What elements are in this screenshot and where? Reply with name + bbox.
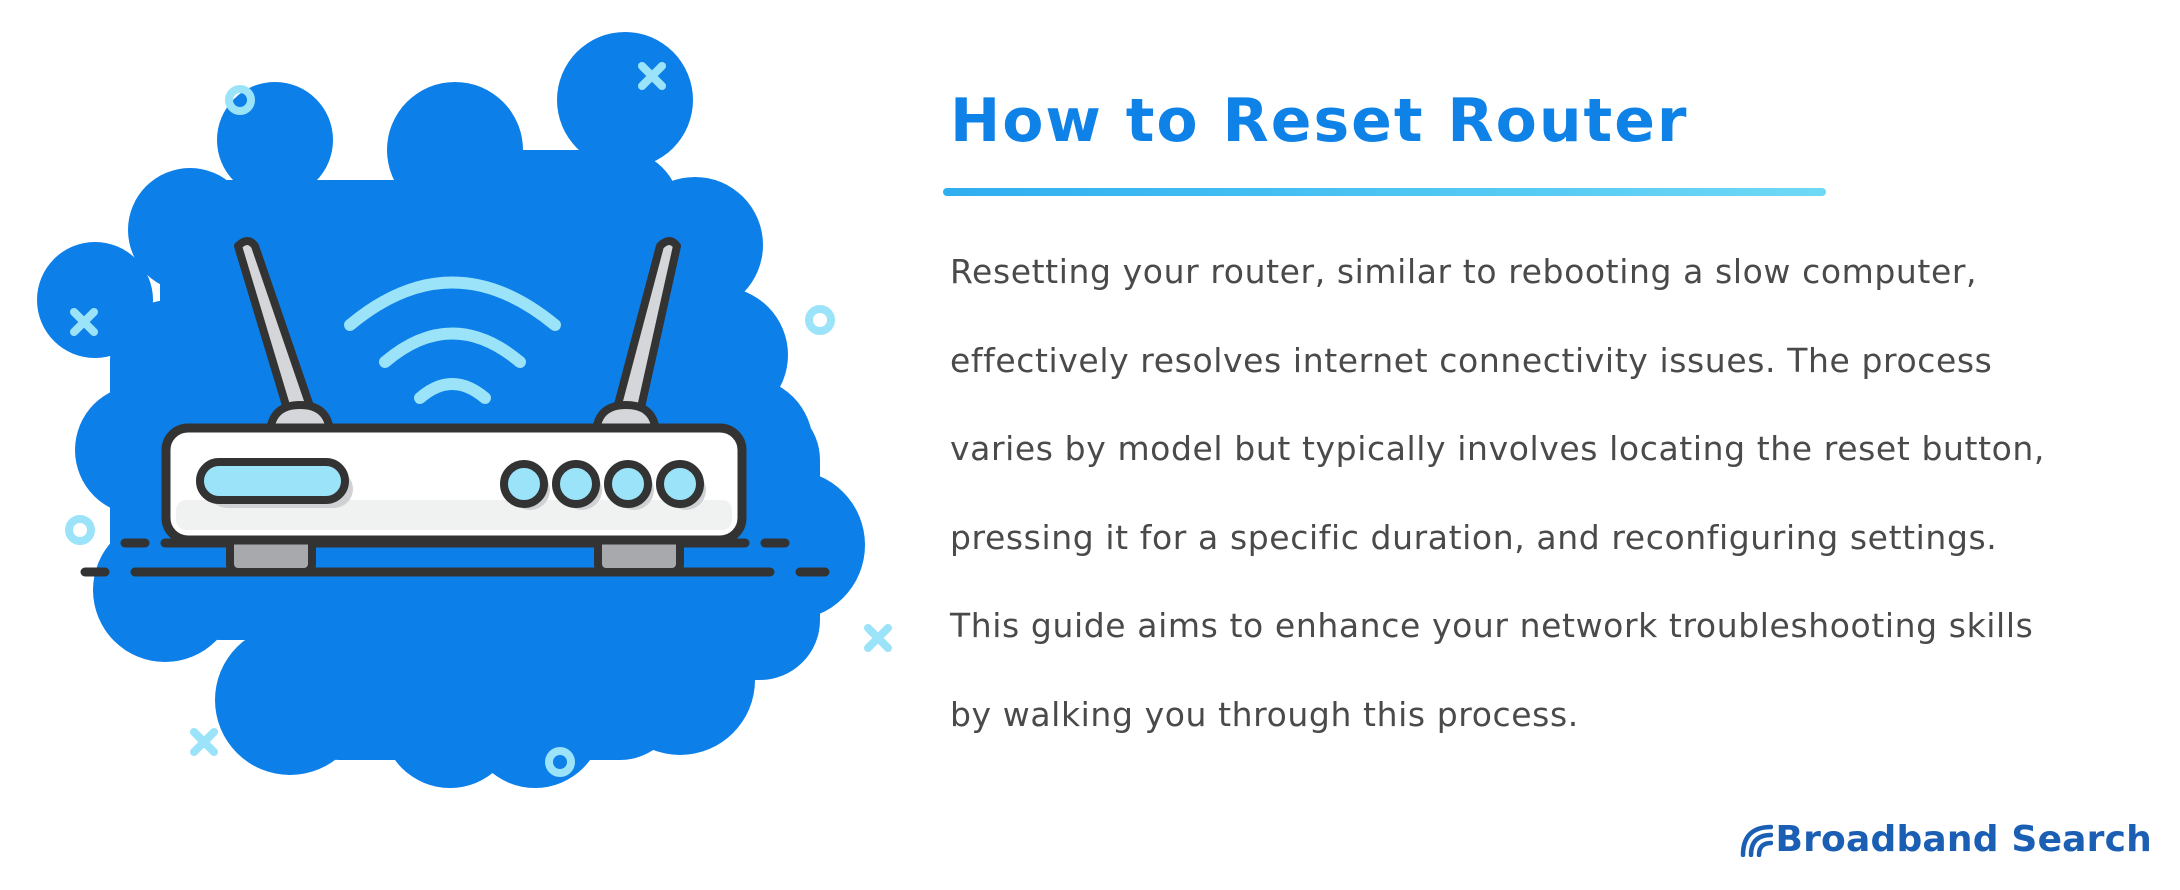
router-illustration bbox=[0, 0, 900, 890]
body-line: by walking you through this process. bbox=[950, 694, 1579, 734]
display-panel bbox=[196, 458, 353, 508]
body-line: Resetting your router, similar to reboot… bbox=[950, 252, 1978, 291]
indicator-lights bbox=[500, 460, 706, 510]
sparkle-icons bbox=[65, 62, 892, 777]
body-line: This guide aims to enhance your network … bbox=[950, 606, 2034, 645]
brand-logo: Broadband Search bbox=[1739, 819, 2152, 860]
title-underline bbox=[943, 188, 1826, 196]
wifi-waves-icon bbox=[344, 276, 561, 404]
blue-splash-background bbox=[37, 32, 865, 788]
article-content: How to Reset Router Resetting your route… bbox=[943, 0, 2153, 890]
body-line: effectively resolves internet connectivi… bbox=[950, 340, 1993, 380]
body-paragraph: Resetting your router, similar to reboot… bbox=[950, 228, 2160, 759]
body-line: pressing it for a specific duration, and… bbox=[950, 517, 1998, 557]
brand-name: Broadband Search bbox=[1775, 819, 2152, 860]
wifi-router-icon bbox=[37, 32, 892, 788]
page-title: How to Reset Router bbox=[950, 86, 1689, 156]
wifi-signal-icon bbox=[1739, 823, 1774, 857]
router-body bbox=[161, 423, 747, 545]
body-line: varies by model but typically involves l… bbox=[950, 429, 2045, 468]
